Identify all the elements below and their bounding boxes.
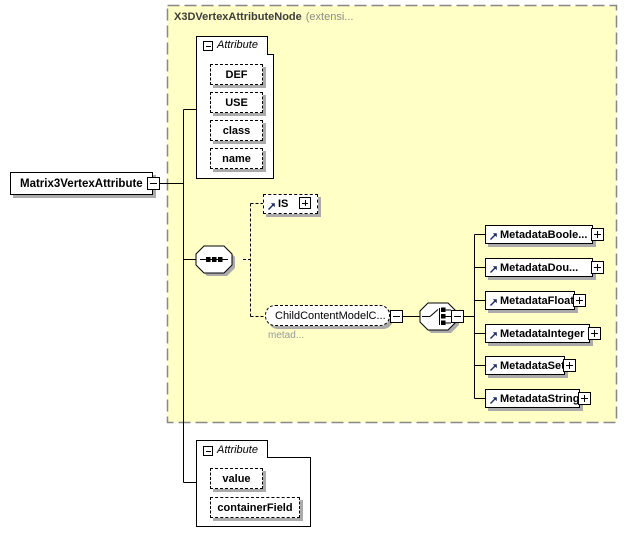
expand-toggle-metadatafloat[interactable] (573, 294, 586, 307)
attribute-label-name: name (222, 152, 251, 165)
collapse-toggle-childcontentmodel[interactable] (390, 310, 403, 323)
collapse-toggle-choice[interactable] (451, 310, 464, 323)
expand-toggle-metadatastring[interactable] (578, 392, 591, 405)
collapse-toggle-local-attributes[interactable] (203, 446, 213, 456)
element-box-metadataset[interactable]: MetadataSet (485, 356, 565, 375)
reference-arrow-icon (490, 266, 497, 273)
attribute-label-value: value (222, 472, 251, 485)
local-attributes-header: Attribute (217, 444, 258, 456)
base-type-name: X3DVertexAttributeNode (174, 11, 302, 23)
base-type-suffix: (extensi... (305, 11, 354, 23)
reference-arrow-icon (490, 332, 497, 339)
metadata-label: MetadataString (500, 392, 580, 405)
attribute-label-containerfield: containerField (217, 501, 293, 514)
choice-compositor-icon[interactable] (419, 302, 459, 333)
reference-arrow-icon (490, 397, 497, 404)
expand-toggle-is[interactable] (299, 197, 311, 209)
solid-connectors (160, 109, 486, 483)
childcontentmodel-annotation: metad... (268, 330, 305, 341)
childcontentmodel-label: ChildContentModelC... (275, 309, 386, 322)
collapse-toggle-root[interactable] (147, 177, 160, 190)
metadata-label: MetadataFloat (500, 294, 574, 307)
metadata-label: MetadataBoole... (500, 228, 588, 241)
expand-toggle-metadatainteger[interactable] (588, 327, 601, 340)
attribute-box-value[interactable]: value (210, 468, 263, 489)
element-box-metadatafloat[interactable]: MetadataFloat (485, 291, 575, 310)
attribute-label-use: USE (225, 96, 248, 109)
element-box-metadatadouble[interactable]: MetadataDou... (485, 258, 593, 277)
metadata-label: MetadataDou... (500, 261, 579, 274)
metadata-label: MetadataInteger (500, 327, 585, 340)
attribute-box-name[interactable]: name (210, 148, 263, 169)
element-box-metadatainteger[interactable]: MetadataInteger (485, 324, 590, 343)
attribute-box-def[interactable]: DEF (210, 64, 263, 85)
sequence-compositor-icon[interactable] (195, 245, 235, 276)
expand-toggle-metadataboolean[interactable] (591, 228, 604, 241)
attribute-box-containerfield[interactable]: containerField (210, 497, 300, 518)
reference-arrow-icon (490, 364, 497, 371)
collapse-toggle-inherited-attributes[interactable] (203, 41, 213, 51)
reference-arrow-icon (490, 233, 497, 240)
attribute-box-class[interactable]: class (210, 120, 263, 141)
inherited-attributes-header: Attribute (217, 39, 258, 51)
expand-toggle-metadatadouble[interactable] (591, 261, 604, 274)
reference-arrow-icon (490, 299, 497, 306)
base-type-title: X3DVertexAttributeNode(extensi... (174, 11, 353, 23)
is-label: IS (278, 198, 289, 210)
element-box-matrix3vertexattribute[interactable]: Matrix3VertexAttribute (10, 172, 153, 195)
expand-toggle-metadataset[interactable] (563, 359, 576, 372)
attribute-label-def: DEF (225, 68, 248, 81)
element-box-metadataboolean[interactable]: MetadataBoole... (485, 225, 593, 244)
attribute-label-class: class (222, 124, 251, 137)
element-box-metadatastring[interactable]: MetadataString (485, 389, 580, 408)
group-box-childcontentmodel[interactable]: ChildContentModelC... (265, 305, 390, 326)
reference-arrow-icon (268, 203, 275, 210)
dashed-connectors (243, 203, 265, 317)
root-element-label: Matrix3VertexAttribute (20, 177, 143, 190)
metadata-label: MetadataSet (500, 359, 565, 372)
attribute-box-use[interactable]: USE (210, 92, 263, 113)
